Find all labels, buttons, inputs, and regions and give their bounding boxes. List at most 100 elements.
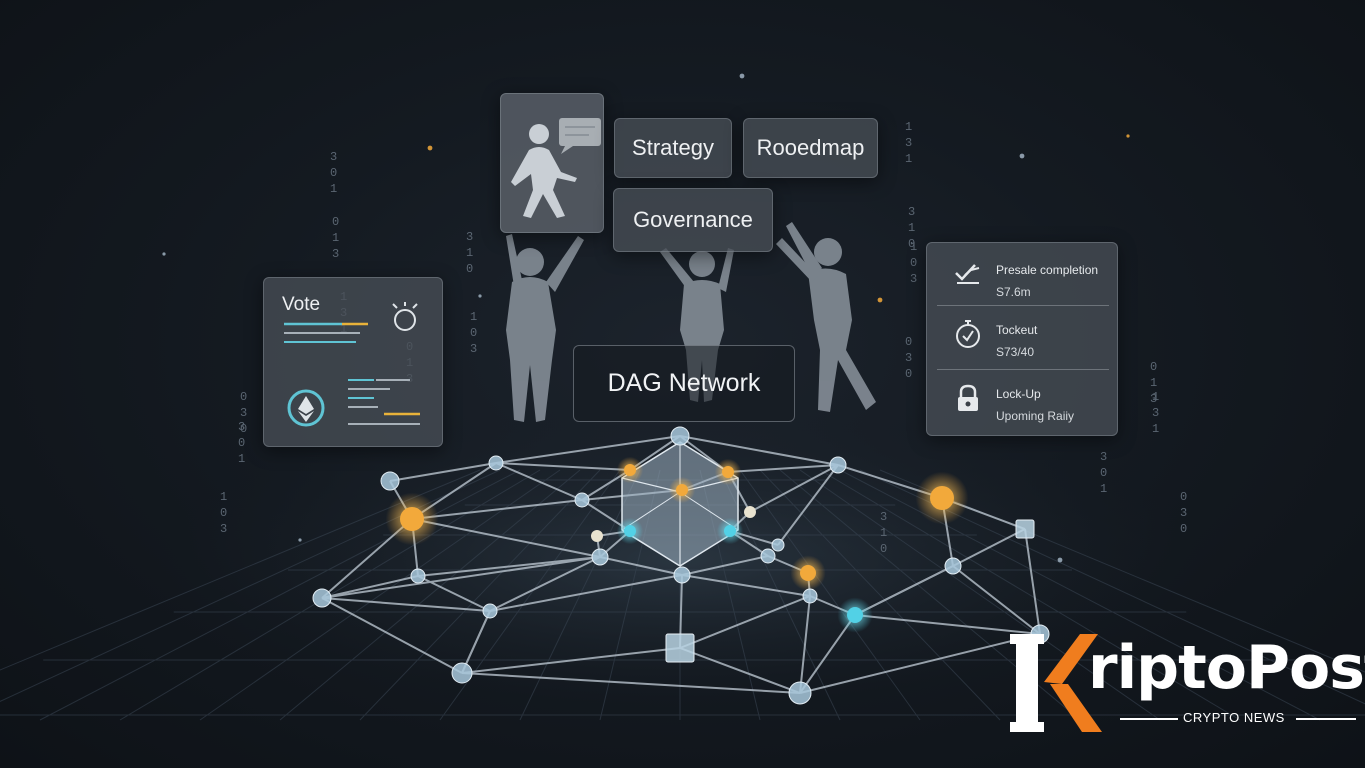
status-row-tockeut: Tockeut S73/40 — [927, 307, 1117, 365]
network-node — [665, 633, 695, 663]
binary-digit: 3 — [1150, 392, 1157, 406]
logo-rule-left — [1120, 718, 1178, 720]
strategy-label: Strategy — [632, 135, 714, 160]
binary-digit: 3 — [220, 522, 227, 536]
network-edge — [321, 597, 491, 612]
grid-line — [279, 469, 581, 721]
grid-line — [719, 469, 841, 721]
network-edge — [679, 647, 801, 694]
network-edge — [461, 672, 801, 694]
binary-digit: 0 — [466, 262, 473, 276]
network-edge — [681, 574, 811, 597]
network-node — [771, 538, 785, 552]
network-edge — [321, 597, 463, 674]
binary-digit: 3 — [332, 247, 339, 261]
status-value: Upoming Raiiy — [996, 409, 1075, 423]
network-node — [800, 565, 816, 581]
binary-digit: 0 — [240, 390, 247, 404]
binary-digit: 1 — [238, 452, 245, 466]
network-node — [930, 486, 954, 510]
binary-digit: 1 — [905, 152, 912, 166]
person-left — [506, 234, 584, 422]
binary-digit: 3 — [1180, 506, 1187, 520]
network-node — [591, 530, 603, 542]
network-node — [722, 466, 734, 478]
dag-network-text: DAG Network — [607, 369, 761, 397]
binary-digit: 3 — [466, 230, 473, 244]
ethereum-icon — [287, 389, 325, 427]
spark — [877, 297, 883, 303]
status-label: Lock-Up — [996, 387, 1041, 401]
network-edge — [411, 518, 601, 558]
binary-digit: 1 — [908, 221, 915, 235]
padlock-icon — [958, 384, 978, 411]
network-edge — [681, 555, 769, 576]
network-node — [574, 492, 590, 508]
network-node — [482, 603, 498, 619]
network-edge — [599, 556, 683, 576]
status-value: S7.6m — [996, 285, 1031, 299]
spark — [1057, 557, 1063, 563]
binary-digit: 3 — [910, 272, 917, 286]
binary-digit: 3 — [905, 136, 912, 150]
vote-title: Vote — [282, 294, 321, 315]
vote-panel: Vote — [263, 277, 443, 447]
status-row-lockup: Lock-Up Upoming Raiiy — [927, 371, 1117, 429]
network-node — [380, 471, 400, 491]
checkmark-hand-icon — [955, 264, 980, 284]
binary-digit: 3 — [330, 150, 337, 164]
kriptopost-logo — [1010, 634, 1102, 732]
binary-digit: 1 — [1152, 390, 1159, 404]
binary-digit: 3 — [1152, 406, 1159, 420]
network-node — [410, 568, 426, 584]
network-edge — [321, 575, 419, 599]
binary-digit: 1 — [470, 310, 477, 324]
grid-line — [739, 469, 921, 721]
vote-panel-graphics — [284, 302, 420, 427]
network-node — [760, 548, 776, 564]
network-edge — [727, 464, 839, 473]
binary-digit: 0 — [1180, 522, 1187, 536]
network-edge — [495, 462, 583, 501]
binary-digit: 0 — [880, 542, 887, 556]
grid-line — [199, 469, 561, 721]
person-chat-icon — [511, 118, 601, 218]
logo-tagline: CRYPTO NEWS — [1183, 710, 1285, 725]
network-edge — [411, 499, 583, 520]
binary-digit: 3 — [240, 406, 247, 420]
network-node — [788, 681, 812, 705]
network-node — [312, 588, 332, 608]
binary-digit: 1 — [880, 526, 887, 540]
spark — [1019, 153, 1025, 159]
logo-rule-right — [1296, 718, 1356, 720]
network-edge — [952, 528, 1026, 567]
roadmap-label: Rooedmap — [756, 135, 865, 160]
binary-digit: 1 — [1100, 482, 1107, 496]
spark — [1126, 134, 1130, 138]
network-edge — [679, 435, 839, 466]
binary-digit: 0 — [332, 215, 339, 229]
stopwatch-icon — [956, 320, 980, 348]
spark — [298, 538, 302, 542]
network-node — [400, 507, 424, 531]
grid-line — [0, 469, 481, 671]
person-right — [776, 222, 876, 412]
roadmap-card: Rooedmap — [743, 118, 878, 178]
strategy-card: Strategy — [614, 118, 732, 178]
status-label: Tockeut — [996, 323, 1038, 337]
binary-digit: 3 — [1100, 450, 1107, 464]
divider — [937, 369, 1109, 370]
binary-digit: 3 — [880, 510, 887, 524]
network-node — [624, 525, 636, 537]
binary-digit: 3 — [238, 420, 245, 434]
binary-digit: 3 — [908, 205, 915, 219]
network-edge — [389, 462, 497, 482]
governance-label: Governance — [633, 207, 753, 232]
binary-digit: 0 — [910, 256, 917, 270]
alarm-clock-icon — [392, 302, 418, 331]
binary-digit: 1 — [910, 240, 917, 254]
binary-digit: 1 — [1152, 422, 1159, 436]
network-edge — [854, 614, 1041, 635]
status-value: S73/40 — [996, 345, 1035, 359]
